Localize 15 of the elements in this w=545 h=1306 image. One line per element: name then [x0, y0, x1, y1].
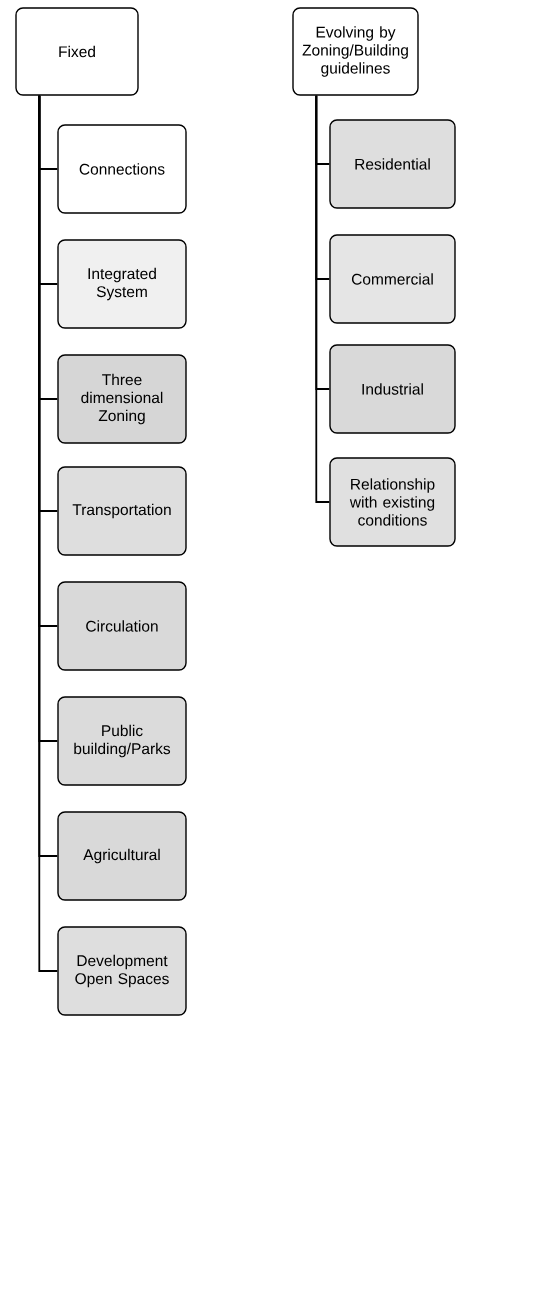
category-box: Fixed: [15, 7, 139, 96]
item-box: Circulation: [57, 581, 187, 671]
connector-line: [315, 94, 331, 503]
item-box: Public building/Parks: [57, 696, 187, 786]
item-box: Development Open Spaces: [57, 926, 187, 1016]
item-box: Connections: [57, 124, 187, 214]
item-box: Industrial: [329, 344, 456, 434]
category-box: Evolving by Zoning/Building guidelines: [292, 7, 419, 96]
item-box: Commercial: [329, 234, 456, 324]
item-box: Transportation: [57, 466, 187, 556]
item-box: Three dimensional Zoning: [57, 354, 187, 444]
item-box: Relationship with existing conditions: [329, 457, 456, 547]
item-box: Residential: [329, 119, 456, 209]
item-box: Integrated System: [57, 239, 187, 329]
item-box: Agricultural: [57, 811, 187, 901]
